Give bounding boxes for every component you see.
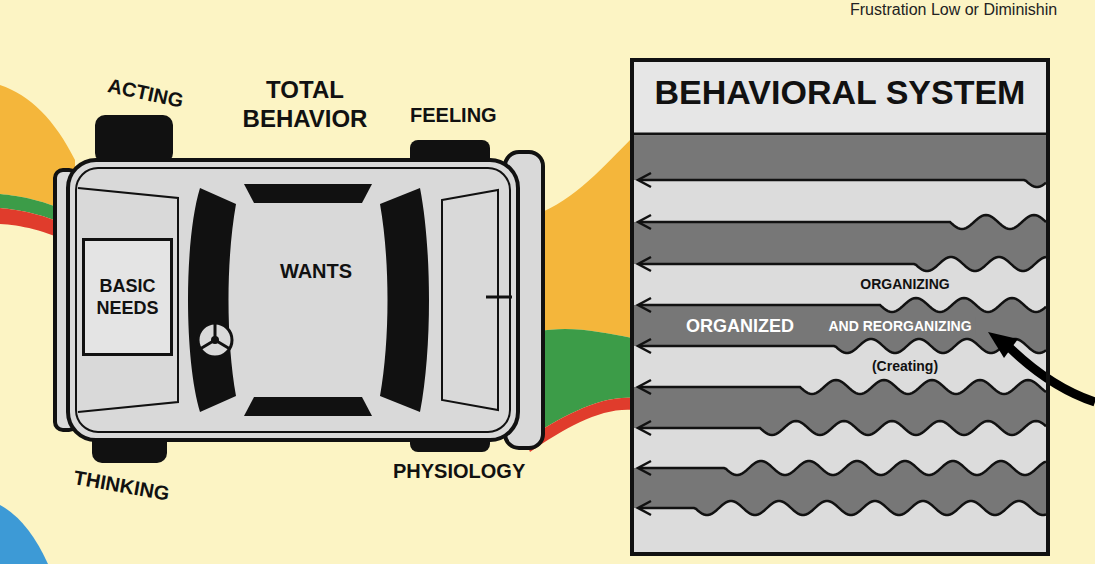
component-label: FEELING [410,104,497,127]
region-label: (Creating) [868,357,942,375]
input-arrowhead [988,332,1018,358]
behavior-arrowhead [638,215,651,229]
behavior-arrowhead [638,339,651,353]
car-body-line [76,168,510,432]
diagram-heading: TOTAL BEHAVIOR [230,75,380,133]
system-box: BEHAVIORAL SYSTEM ORGANIZED ORGANIZING AND … [630,58,1050,556]
behavior-band [634,421,1046,475]
behavior-line [640,380,1046,394]
header-divider [632,133,1048,136]
node-text: BASIC NEEDS [85,275,170,319]
behavior-arrowhead [638,421,651,435]
behavior-line [640,461,1046,475]
input-arrow [1010,348,1095,402]
behavior-arrowhead [638,298,651,312]
behavior-arrowhead [638,257,651,271]
road-band [535,138,632,338]
behavior-arrowhead [638,501,651,515]
behavior-line [640,421,1046,435]
steering-hub [211,336,219,344]
behavior-arrowhead [638,380,651,394]
rear-window [188,188,236,412]
region-label: ORGANIZED [683,316,797,336]
steering-spokes [200,323,230,349]
windshield [380,188,429,412]
behavior-line [640,501,1046,515]
behavior-band [634,257,1046,312]
note-text: Frustration Low or Diminishin [850,1,1057,19]
wheel [95,115,173,163]
node-text: WANTS [245,260,387,283]
behavior-band [634,136,1046,187]
behavior-band [634,501,1046,552]
behavior-line [640,339,1046,353]
region-label: ORGANIZING [856,275,953,293]
behavior-arrowhead [638,461,651,475]
side-window [244,184,372,203]
behavior-band [634,461,1046,515]
behavior-line [640,257,1046,271]
hood-mark [486,296,512,299]
system-box-ground [632,60,1048,554]
box-title: BEHAVIORAL SYSTEM [634,72,1046,112]
trunk-line [78,188,178,412]
side-window [244,397,372,416]
behavior-line [640,298,1046,312]
engine-box: BASIC NEEDS [82,238,173,356]
behavior-line [640,180,1046,187]
car-body [68,160,518,440]
cabin-area: WANTS [245,208,387,393]
blue-corner [0,505,48,564]
behavior-line [640,215,1046,229]
component-label: PHYSIOLOGY [393,460,525,483]
steering-wheel [198,323,232,357]
car: TOTAL BEHAVIORBASIC NEEDSWANTS [55,150,545,450]
behavior-band [634,298,1046,353]
hood-line [442,190,498,410]
region-label: AND REORGANIZING [824,317,975,335]
behavior-band [634,215,1046,271]
behavior-arrowhead [638,173,651,187]
behavior-stripes [634,136,1046,552]
